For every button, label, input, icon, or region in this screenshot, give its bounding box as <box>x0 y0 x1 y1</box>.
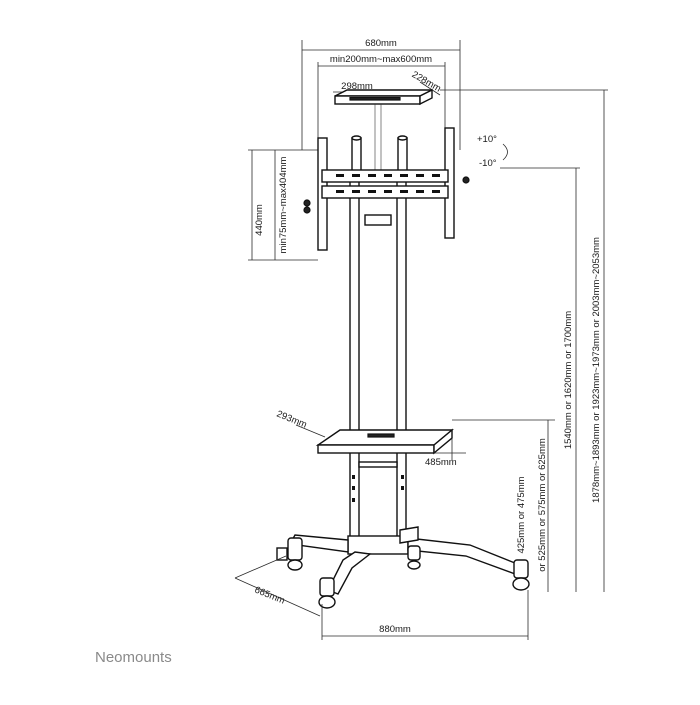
tilt-down-label: -10° <box>479 158 497 169</box>
base-width-label: 880mm <box>379 624 411 635</box>
overall-heights-label: 1878mm~1893mm or 1923mm~1973mm or 2003mm… <box>591 237 602 503</box>
tilt-indicator: +10° -10° <box>477 134 508 169</box>
overall-width-label: 680mm <box>365 38 397 49</box>
lower-shelf-width-label: 485mm <box>425 457 457 468</box>
bracket-height-dimensions: 440mm min75mm~max404mm <box>248 149 318 261</box>
vesa-height-label: min75mm~max404mm <box>278 156 289 253</box>
lower-shelf <box>315 428 454 502</box>
tilt-up-label: +10° <box>477 134 497 145</box>
tilt-arrow-icon <box>502 143 508 161</box>
pole-height-dimension: 1540mm or 1620mm or 1700mm <box>500 167 580 592</box>
overall-height-dimension: 1878mm~1893mm or 1923mm~1973mm or 2003mm… <box>440 89 608 592</box>
base-depth-label: 665mm <box>253 585 287 607</box>
top-shelf-width-label: 298mm <box>341 81 373 92</box>
brand-logo: Neomounts <box>95 649 172 666</box>
pole-heights-label: 1540mm or 1620mm or 1700mm <box>563 311 574 449</box>
lower-shelf-heights-b-label: or 525mm or 575mm or 625mm <box>537 438 548 572</box>
overall-width-dimension: 680mm <box>301 38 461 150</box>
base-dimensions: 665mm 880mm <box>234 555 529 640</box>
lower-shelf-heights-a-label: 425mm or 475mm <box>516 476 527 553</box>
vesa-bracket <box>303 127 470 251</box>
vesa-width-label: min200mm~max600mm <box>330 54 432 65</box>
lower-shelf-depth-label: 293mm <box>275 409 309 431</box>
wheel-base <box>276 526 530 609</box>
top-shelf <box>334 88 433 106</box>
bracket-height-label: 440mm <box>254 204 265 236</box>
lower-shelf-height-dimension: 425mm or 475mm or 525mm or 575mm or 625m… <box>452 419 555 592</box>
